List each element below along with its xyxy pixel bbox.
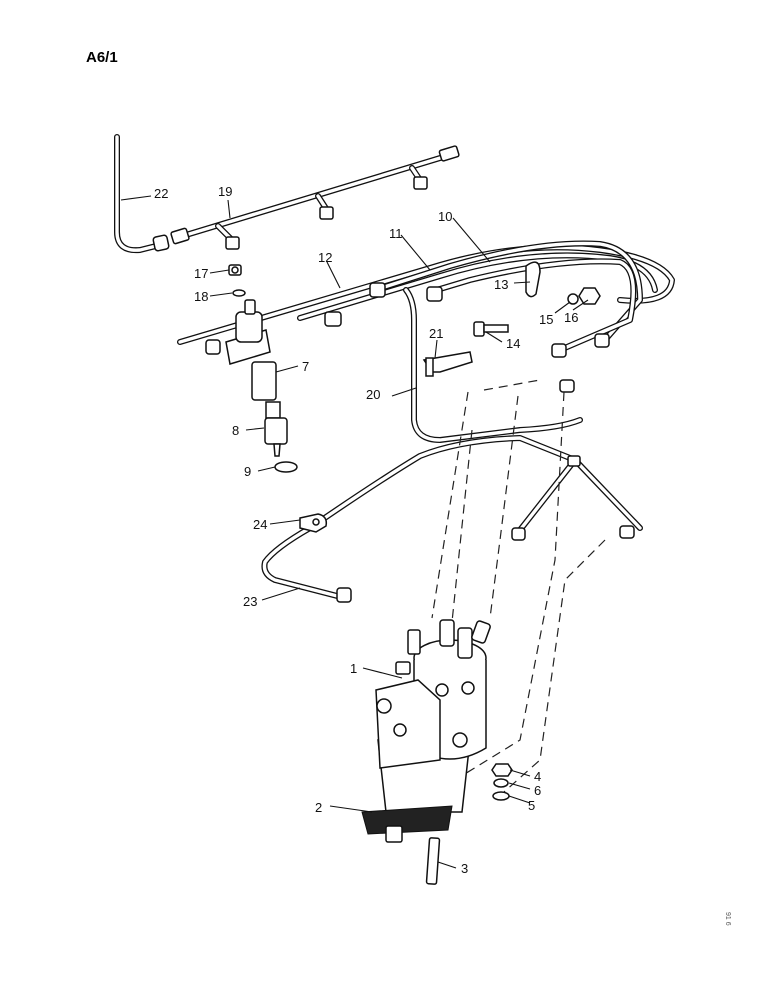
label-24: 24 xyxy=(253,517,267,532)
label-12: 12 xyxy=(318,250,332,265)
label-21: 21 xyxy=(429,326,443,341)
gasket-2 xyxy=(361,805,453,843)
bracket-21 xyxy=(422,351,473,377)
nut-4 xyxy=(491,763,513,777)
leader-lines xyxy=(120,195,589,869)
pipe-23 xyxy=(261,435,643,603)
injector-7 xyxy=(225,299,277,401)
injector-pipe-bundle xyxy=(177,240,675,393)
banjo-bolt-17 xyxy=(228,264,242,276)
spring-washer-6 xyxy=(493,778,509,788)
label-20: 20 xyxy=(366,387,380,402)
label-10: 10 xyxy=(438,209,452,224)
label-17: 17 xyxy=(194,266,208,281)
side-reference: 91 6 xyxy=(724,912,731,926)
label-14: 14 xyxy=(506,336,520,351)
sealing-washer-9 xyxy=(274,461,298,473)
label-15: 15 xyxy=(539,312,553,327)
label-1: 1 xyxy=(350,661,357,676)
label-8: 8 xyxy=(232,423,239,438)
nut-16 xyxy=(578,287,601,305)
assembly-lines xyxy=(431,379,606,801)
injection-pump-1 xyxy=(375,619,491,813)
pipe-20 xyxy=(403,287,583,443)
label-5: 5 xyxy=(528,798,535,813)
stud-3 xyxy=(425,837,441,885)
label-23: 23 xyxy=(243,594,257,609)
diagram-title: A6/1 xyxy=(86,49,118,66)
washer-18 xyxy=(232,289,246,297)
label-16: 16 xyxy=(564,310,578,325)
label-22: 22 xyxy=(154,186,168,201)
washer-15 xyxy=(567,293,579,305)
label-13: 13 xyxy=(494,277,508,292)
pipe-clamp-13 xyxy=(525,261,541,298)
plain-washer-5 xyxy=(492,791,510,801)
label-18: 18 xyxy=(194,289,208,304)
bolt-14 xyxy=(473,321,509,337)
label-19: 19 xyxy=(218,184,232,199)
label-7: 7 xyxy=(302,359,309,374)
nozzle-8 xyxy=(264,401,288,457)
clip-24 xyxy=(299,513,328,533)
leak-off-pipe-22 xyxy=(114,134,170,254)
label-6: 6 xyxy=(534,783,541,798)
leak-off-rail-19 xyxy=(170,145,460,250)
label-11: 11 xyxy=(389,226,403,241)
label-4: 4 xyxy=(534,769,541,784)
label-2: 2 xyxy=(315,800,322,815)
label-3: 3 xyxy=(461,861,468,876)
label-9: 9 xyxy=(244,464,251,479)
